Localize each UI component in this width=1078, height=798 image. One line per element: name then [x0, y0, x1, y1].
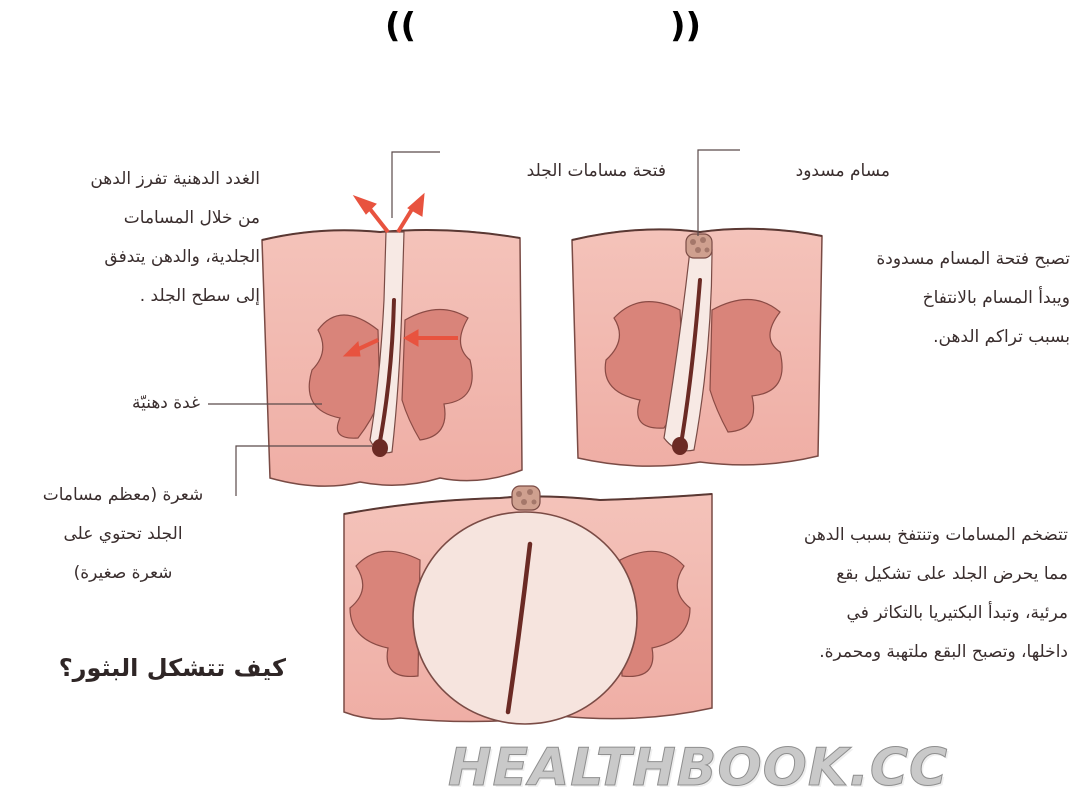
text-pore-blocked: تصبح فتحة المسام مسدودة ويبدأ المسام بال… [876, 240, 1070, 357]
text-line: من خلال المسامات [90, 199, 260, 238]
panel-blocked-pore [572, 229, 822, 466]
text-line: داخلها، وتصبح البقع ملتهبة ومحمرة. [804, 633, 1068, 672]
label-pore-opening: فتحة مسامات الجلد [527, 152, 666, 191]
text-line: مما يحرض الجلد على تشكيل بقع [804, 555, 1068, 594]
hair-bulb [372, 439, 388, 457]
watermark: HEALTHBOOK.CC [448, 738, 948, 798]
text-line: شعرة صغيرة) [16, 554, 230, 593]
hair-bulb [672, 437, 688, 455]
text-line: تصبح فتحة المسام مسدودة [876, 240, 1070, 279]
text-line: الغدد الدهنية تفرز الدهن [90, 160, 260, 199]
text-line: بسبب تراكم الدهن. [876, 318, 1070, 357]
panel-pimple [344, 486, 712, 724]
text-hair-note: شعرة (معظم مسامات الجلد تحتوي على شعرة ص… [16, 476, 230, 593]
text-line: الجلد تحتوي على [16, 515, 230, 554]
text-line: مرئية، وتبدأ البكتيريا بالتكاثر في [804, 594, 1068, 633]
text-pimple-forms: تتضخم المسامات وتنتفخ بسبب الدهن مما يحر… [804, 516, 1068, 672]
leader-blocked-pore [698, 150, 740, 236]
text-line: تتضخم المسامات وتنتفخ بسبب الدهن [804, 516, 1068, 555]
text-line: إلى سطح الجلد . [90, 277, 260, 316]
text-line: شعرة (معظم مسامات [16, 476, 230, 515]
panel-open-pore [262, 194, 522, 486]
text-line: ويبدأ المسام بالانتفاخ [876, 279, 1070, 318]
label-sebaceous-gland: غدة دهنيّة [132, 384, 200, 423]
diagram-title: كيف تتشكل البثور؟ [59, 654, 286, 682]
text-line: الجلدية، والدهن يتدفق [90, 238, 260, 277]
text-sebum-flow: الغدد الدهنية تفرز الدهن من خلال المساما… [90, 160, 260, 316]
label-blocked-pore: مسام مسدود [796, 152, 890, 191]
pore-plug [512, 486, 540, 510]
pore-plug [686, 234, 712, 258]
swollen-pore [413, 512, 637, 724]
